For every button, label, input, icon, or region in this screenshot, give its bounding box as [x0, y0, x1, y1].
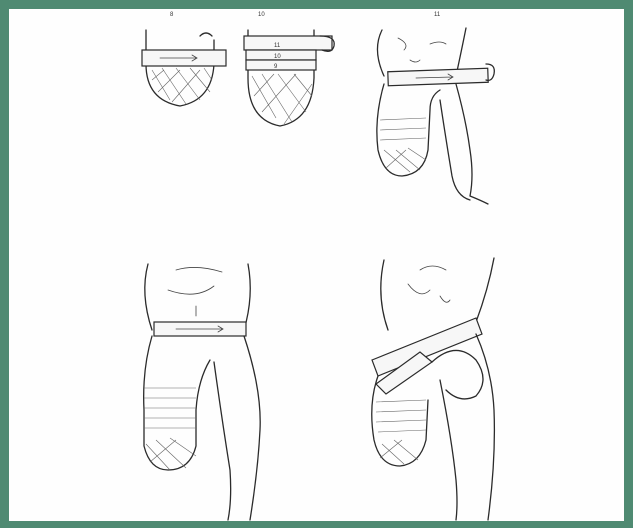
- torso-c-contours: [398, 38, 446, 62]
- stump-b-band-label-2: 10: [274, 54, 281, 60]
- torso-e-right-leg: [440, 334, 494, 520]
- panel-b-label: 10: [258, 12, 265, 18]
- torso-e-left-flank: [381, 260, 388, 330]
- torso-e-stump-wraps: [376, 400, 426, 464]
- torso-d-left-flank: [145, 264, 152, 330]
- panel-a-label: 8: [170, 12, 174, 18]
- torso-e-contours: [408, 266, 450, 302]
- stump-b-band-top: [244, 36, 332, 50]
- torso-e-cross-band-1: [372, 318, 482, 376]
- torso-d-contours: [168, 267, 222, 316]
- torso-c-left-flank: [377, 30, 384, 76]
- torso-c-stump-wraps: [380, 118, 426, 172]
- panel-hip-spica-figure-eight: [372, 258, 495, 520]
- torso-d-stump-outline: [144, 336, 210, 470]
- torso-e-right-flank: [476, 258, 494, 322]
- torso-d-right-leg: [214, 336, 260, 520]
- torso-d-stump-wraps: [144, 388, 196, 470]
- panel-hip-spica-short: 11: [377, 12, 494, 204]
- torso-c-right-leg: [440, 84, 488, 204]
- panel-stump-step-a: 8: [142, 12, 226, 106]
- panel-hip-spica-long: [144, 264, 261, 520]
- panel-stump-step-b: 10 11 10 9: [244, 12, 334, 126]
- stump-b-band-mid: [246, 50, 316, 60]
- stump-a-tail: [200, 33, 212, 36]
- stump-b-band-label-1: 11: [274, 43, 281, 49]
- torso-e-buttock: [432, 350, 483, 398]
- panel-c-label: 11: [434, 12, 441, 18]
- stump-b-band-low: [246, 60, 316, 70]
- torso-d-right-flank: [244, 264, 250, 330]
